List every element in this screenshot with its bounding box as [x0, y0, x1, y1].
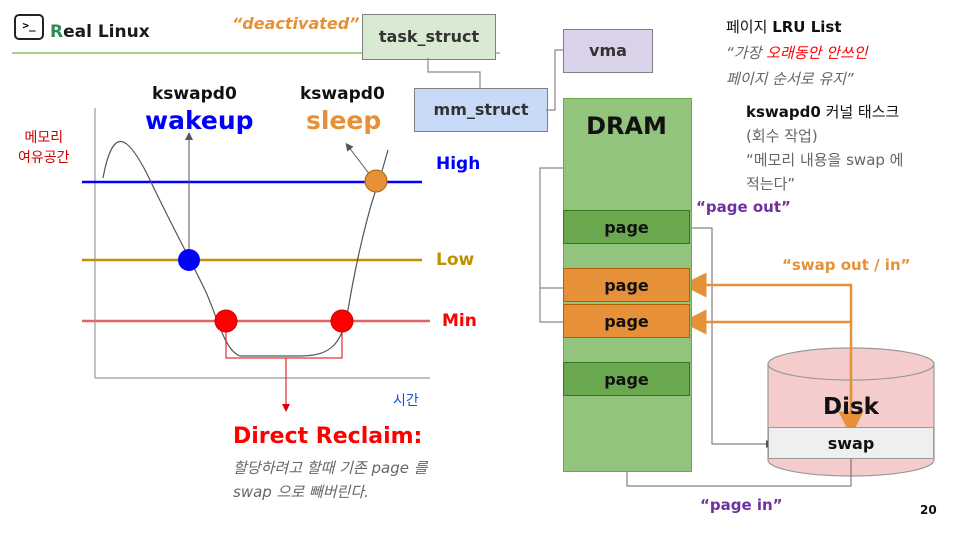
- kswapd-info-title-a: kswapd0: [746, 103, 821, 121]
- sleep-label: sleep: [306, 106, 382, 135]
- lru-title-en: LRU List: [772, 18, 842, 36]
- sleep-arrow: [345, 142, 371, 176]
- direct-reclaim-desc: 할당하려고 할때 기존 page 를 swap 으로 빼버린다.: [233, 456, 428, 504]
- direct-reclaim-line2: swap 으로 빼버린다.: [233, 483, 369, 501]
- lru-info: 페이지 LRU List “가장 오래동안 안쓰인 페이지 순서로 유지”: [726, 14, 956, 92]
- swap-area: swap: [768, 427, 934, 459]
- wakeup-kswapd-label: kswapd0: [152, 84, 237, 104]
- dram-label: DRAM: [586, 112, 667, 140]
- wakeup-label: wakeup: [145, 106, 254, 135]
- lru-line1: “가장 오래동안 안쓰인: [726, 40, 956, 66]
- level-high-label: High: [436, 154, 481, 174]
- page-out-path: [690, 227, 774, 448]
- lru-line1-a: “가장: [726, 44, 767, 62]
- kswapd-info-line2: “메모리 내용을 swap 에: [746, 151, 904, 169]
- disk-label: Disk: [823, 394, 879, 420]
- kswapd-info-title-b: 커널 태스크: [820, 103, 900, 121]
- dram-page-3: page: [563, 304, 690, 338]
- min-point-right: [330, 309, 354, 333]
- dram-page-1: page: [563, 210, 690, 244]
- lru-line2: 페이지 순서로 유지”: [726, 70, 854, 88]
- task-struct-box: task_struct: [362, 14, 496, 60]
- lru-title: 페이지 LRU List: [726, 14, 956, 40]
- vma-page-connector-2: [539, 288, 563, 323]
- y-axis-label: 메모리 여유공간: [18, 128, 70, 168]
- y-label-line2: 여유공간: [18, 150, 70, 166]
- mm-vma-connector: [546, 49, 563, 111]
- dram-page-2: page: [563, 268, 690, 302]
- kswapd-info: kswapd0 커널 태스크 (회수 작업) “메모리 내용을 swap 에 적…: [746, 100, 956, 196]
- x-axis-label: 시간: [393, 393, 419, 409]
- level-min-label: Min: [442, 311, 477, 331]
- page-out-label: “page out”: [696, 198, 791, 216]
- brand-initial: R: [50, 22, 64, 42]
- kswapd-info-title: kswapd0 커널 태스크: [746, 100, 956, 124]
- direct-reclaim-line1: 할당하려고 할때 기존 page 를: [233, 459, 428, 477]
- direct-reclaim-title: Direct Reclaim:: [233, 424, 423, 449]
- page-number: 20: [920, 503, 937, 517]
- level-low-label: Low: [436, 250, 475, 270]
- brand-title: Real Linux: [50, 22, 150, 42]
- page-in-label: “page in”: [700, 496, 783, 514]
- brand-rest: eal Linux: [63, 22, 150, 42]
- vma-box: vma: [563, 29, 653, 73]
- y-label-line1: 메모리: [24, 130, 64, 146]
- header-rule: [12, 52, 500, 54]
- kswapd-info-line3: 적는다”: [746, 175, 796, 193]
- wakeup-point: [178, 249, 200, 271]
- vma-page-connector-1: [539, 167, 563, 289]
- sleep-kswapd-label: kswapd0: [300, 84, 385, 104]
- sleep-point: [364, 169, 388, 193]
- memory-curve: [102, 141, 389, 357]
- terminal-logo-icon: >_: [14, 14, 44, 40]
- lru-title-ko: 페이지: [726, 18, 768, 36]
- task-mm-connector: [427, 58, 481, 88]
- lru-line1-b: 오래동안 안쓰인: [766, 44, 868, 62]
- deactivated-label: “deactivated”: [232, 14, 360, 33]
- swap-out-in-label: “swap out / in”: [782, 256, 911, 274]
- kswapd-info-line1: (회수 작업): [746, 127, 818, 145]
- min-point-left: [214, 309, 238, 333]
- direct-reclaim-bracket: [225, 321, 343, 359]
- dram-page-4: page: [563, 362, 690, 396]
- mm-struct-box: mm_struct: [414, 88, 548, 132]
